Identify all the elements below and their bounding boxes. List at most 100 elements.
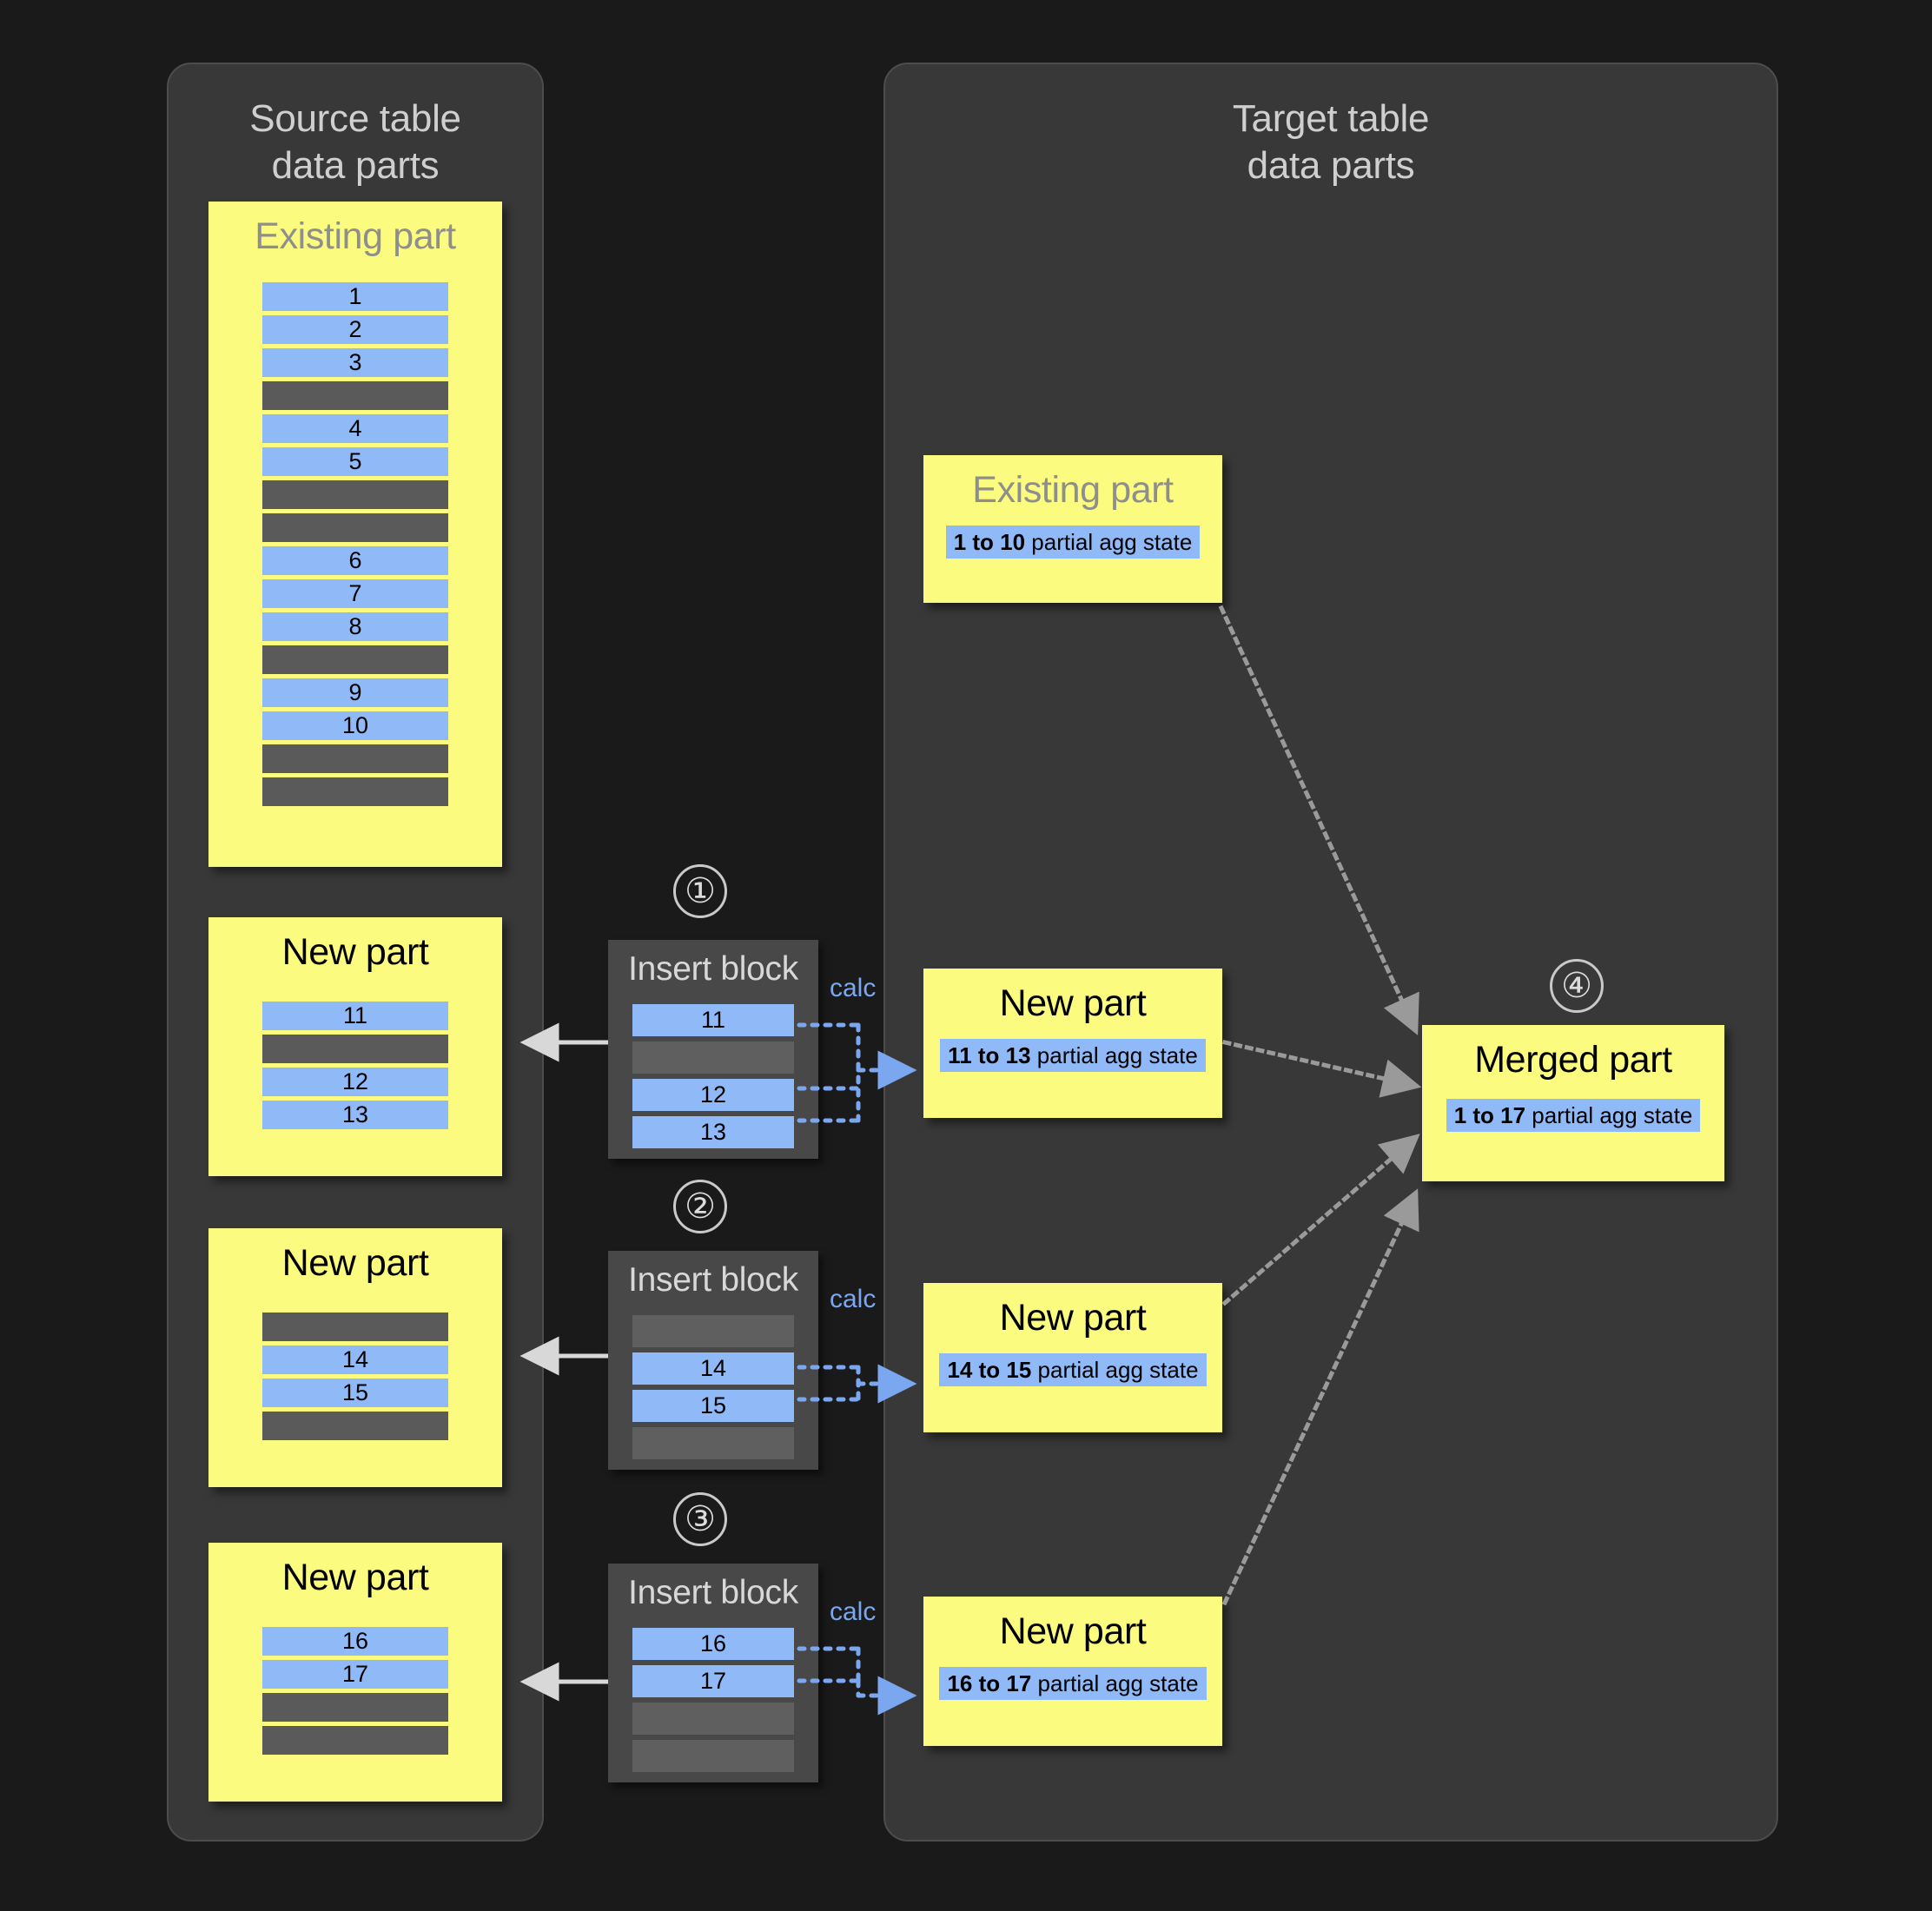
source-existing-part-rows: 1 2 3 4 5 6 7 8 9 10 (208, 267, 502, 806)
source-existing-part-row: 3 (262, 348, 448, 377)
source-new-part-2-row (262, 1313, 448, 1341)
target-table-panel: Target table data parts (883, 63, 1778, 1842)
source-new-part-2-title: New part (281, 1242, 429, 1284)
insert-block-2-row (632, 1427, 794, 1459)
chip-range: 11 to 13 (948, 1042, 1031, 1068)
target-new-part-1-chip: 11 to 13 partial agg state (940, 1039, 1206, 1072)
target-new-part-1-card: New part 11 to 13 partial agg state (923, 969, 1222, 1118)
source-new-part-1-row: 11 (262, 1002, 448, 1030)
target-new-part-1-title: New part (999, 982, 1147, 1024)
insert-block-1: Insert block 11 12 13 (608, 940, 818, 1159)
chip-range: 16 to 17 (947, 1670, 1032, 1696)
calc-label-2: calc (830, 1285, 877, 1313)
source-existing-part-row (262, 744, 448, 773)
source-existing-part-row: 7 (262, 579, 448, 608)
target-merged-part-chip-wrap: 1 to 17 partial agg state (1422, 1090, 1724, 1132)
source-existing-part-row (262, 645, 448, 674)
chip-suffix: partial agg state (1525, 1102, 1693, 1128)
target-existing-part-title: Existing part (972, 469, 1174, 511)
target-merged-part-title: Merged part (1474, 1039, 1672, 1081)
source-existing-part-row: 10 (262, 711, 448, 740)
step-1-badge: ① (673, 864, 727, 918)
chip-range: 1 to 17 (1453, 1102, 1526, 1128)
insert-block-2-row (632, 1315, 794, 1347)
target-new-part-3-chip: 16 to 17 partial agg state (939, 1667, 1207, 1700)
insert-block-1-row: 13 (632, 1116, 794, 1148)
target-new-part-2-chip: 14 to 15 partial agg state (939, 1353, 1207, 1386)
target-panel-title: Target table data parts (1232, 97, 1430, 187)
step-4-badge: ④ (1550, 959, 1604, 1013)
insert-block-1-row: 12 (632, 1079, 794, 1111)
calc-label-1: calc (830, 974, 877, 1002)
insert-block-1-title: Insert block (628, 950, 798, 988)
source-existing-part-title: Existing part (255, 215, 456, 257)
insert-block-3-row (632, 1703, 794, 1735)
source-existing-part-row (262, 513, 448, 542)
insert-block-1-rows: 11 12 13 (608, 999, 818, 1148)
source-new-part-1-row (262, 1035, 448, 1063)
target-new-part-3-card: New part 16 to 17 partial agg state (923, 1597, 1222, 1746)
chip-suffix: partial agg state (1031, 1670, 1199, 1696)
source-existing-part-row: 5 (262, 447, 448, 476)
step-3-badge: ③ (673, 1492, 727, 1546)
insert-block-1-row: 11 (632, 1004, 794, 1036)
source-panel-title: Source table data parts (249, 97, 461, 187)
source-new-part-1-row: 12 (262, 1068, 448, 1096)
source-existing-part-row: 6 (262, 546, 448, 575)
calc-label-3: calc (830, 1597, 877, 1626)
target-new-part-1-chip-wrap: 11 to 13 partial agg state (923, 1034, 1222, 1072)
source-existing-part-row: 4 (262, 414, 448, 443)
source-new-part-3-row (262, 1726, 448, 1755)
target-existing-part-card: Existing part 1 to 10 partial agg state (923, 455, 1222, 603)
chip-range: 14 to 15 (947, 1357, 1032, 1383)
insert-block-2-title: Insert block (628, 1261, 798, 1299)
chip-suffix: partial agg state (1031, 1357, 1199, 1383)
step-2-badge: ② (673, 1180, 727, 1233)
chip-range: 1 to 10 (953, 529, 1026, 555)
source-new-part-1-rows: 11 12 13 (208, 982, 502, 1129)
source-new-part-1-card: New part 11 12 13 (208, 917, 502, 1176)
source-new-part-1-row: 13 (262, 1101, 448, 1129)
source-new-part-2-row: 15 (262, 1379, 448, 1407)
source-existing-part-card: Existing part 1 2 3 4 5 6 7 8 9 10 (208, 202, 502, 867)
chip-suffix: partial agg state (1025, 529, 1193, 555)
source-existing-part-row: 8 (262, 612, 448, 641)
source-existing-part-row: 1 (262, 282, 448, 311)
insert-block-3-row: 17 (632, 1665, 794, 1697)
source-existing-part-row (262, 381, 448, 410)
target-existing-part-chip-wrap: 1 to 10 partial agg state (923, 520, 1222, 559)
target-new-part-2-chip-wrap: 14 to 15 partial agg state (923, 1348, 1222, 1386)
source-new-part-3-row: 16 (262, 1627, 448, 1656)
insert-block-2-row: 15 (632, 1390, 794, 1422)
source-existing-part-row (262, 777, 448, 806)
target-new-part-3-chip-wrap: 16 to 17 partial agg state (923, 1662, 1222, 1700)
source-existing-part-row: 9 (262, 678, 448, 707)
target-merged-part-chip: 1 to 17 partial agg state (1446, 1099, 1701, 1132)
target-new-part-3-title: New part (999, 1610, 1147, 1652)
insert-block-3-row: 16 (632, 1628, 794, 1660)
source-new-part-2-row (262, 1412, 448, 1440)
source-new-part-3-row (262, 1693, 448, 1722)
source-existing-part-row: 2 (262, 315, 448, 344)
insert-block-3-title: Insert block (628, 1574, 798, 1611)
target-new-part-2-title: New part (999, 1297, 1147, 1339)
target-existing-part-chip: 1 to 10 partial agg state (945, 526, 1201, 559)
source-new-part-2-row: 14 (262, 1346, 448, 1374)
source-new-part-3-row: 17 (262, 1660, 448, 1689)
source-new-part-3-title: New part (281, 1557, 429, 1598)
source-existing-part-row (262, 480, 448, 509)
insert-block-3-row (632, 1740, 794, 1772)
chip-suffix: partial agg state (1030, 1042, 1198, 1068)
insert-block-2-row: 14 (632, 1352, 794, 1385)
source-new-part-1-title: New part (281, 931, 429, 973)
target-merged-part-card: Merged part 1 to 17 partial agg state (1422, 1025, 1724, 1181)
target-new-part-2-card: New part 14 to 15 partial agg state (923, 1283, 1222, 1432)
